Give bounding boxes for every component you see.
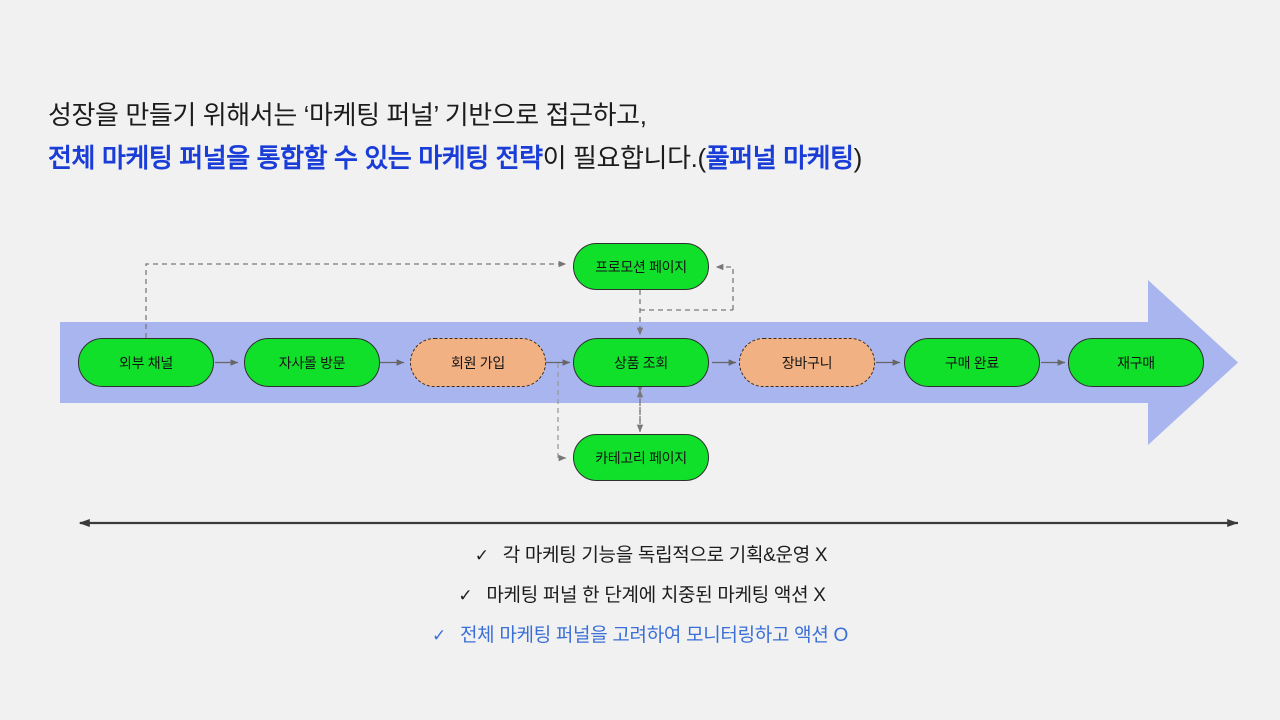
check-icon: ✓ [458,586,473,605]
funnel-node-promotion-page[interactable]: 프로모션 페이지 [573,243,709,290]
check-icon: ✓ [474,546,489,565]
connector-signup-to-category [557,363,567,462]
headline-line-2: 전체 마케팅 퍼널을 통합할 수 있는 마케팅 전략이 필요합니다.(풀퍼널 마… [48,141,1168,175]
takeaway-text: 전체 마케팅 퍼널을 고려하여 모니터링하고 액션 O [460,625,848,646]
funnel-node-external-channel[interactable]: 외부 채널 [78,338,214,387]
funnel-node-label: 장바구니 [781,354,833,371]
check-icon: ✓ [432,626,446,645]
headline-block: 성장을 만들기 위해서는 ‘마케팅 퍼널’ 기반으로 접근하고, 전체 마케팅 … [48,98,1168,175]
funnel-node-repurchase[interactable]: 재구매 [1068,338,1204,387]
takeaway-item-highlighted: ✓ 전체 마케팅 퍼널을 고려하여 모니터링하고 액션 O [0,620,1280,660]
funnel-node-label: 외부 채널 [119,354,173,371]
funnel-node-label: 자사몰 방문 [278,354,346,371]
headline-tail: 이 필요합니다. [542,143,698,173]
funnel-node-signup[interactable]: 회원 가입 [410,338,546,387]
funnel-node-label: 재구매 [1117,354,1155,371]
takeaway-text: 각 마케팅 기능을 독립적으로 기획&운영 X [502,545,828,566]
funnel-node-purchase-complete[interactable]: 구매 완료 [904,338,1040,387]
connector-external-to-promotion [145,260,567,338]
funnel-node-owned-mall-visit[interactable]: 자사몰 방문 [244,338,380,387]
funnel-node-label: 상품 조회 [614,354,668,371]
funnel-node-label: 회원 가입 [451,354,505,371]
takeaway-text: 마케팅 퍼널 한 단계에 치중된 마케팅 액션 X [486,585,826,606]
headline-paren-open: ( [697,143,706,173]
funnel-node-label: 구매 완료 [945,354,999,371]
funnel-node-category-page[interactable]: 카테고리 페이지 [573,434,709,481]
funnel-node-cart[interactable]: 장바구니 [739,338,875,387]
funnel-node-product-view[interactable]: 상품 조회 [573,338,709,387]
takeaway-item: ✓ 각 마케팅 기능을 독립적으로 기획&운영 X [0,540,1280,580]
headline-emphasis-fullfunnel: 풀퍼널 마케팅 [705,143,854,173]
headline-line-1: 성장을 만들기 위해서는 ‘마케팅 퍼널’ 기반으로 접근하고, [48,100,647,130]
takeaway-item: ✓ 마케팅 퍼널 한 단계에 치중된 마케팅 액션 X [0,580,1280,620]
takeaways-list: ✓ 각 마케팅 기능을 독립적으로 기획&운영 X ✓ 마케팅 퍼널 한 단계에… [0,540,1280,660]
connector-return-to-promotion [715,263,734,310]
funnel-node-label: 프로모션 페이지 [595,258,687,275]
headline-emphasis-strategy: 전체 마케팅 퍼널을 통합할 수 있는 마케팅 전략 [48,143,543,173]
funnel-node-label: 카테고리 페이지 [595,449,687,466]
headline-paren-close: ) [853,143,863,173]
